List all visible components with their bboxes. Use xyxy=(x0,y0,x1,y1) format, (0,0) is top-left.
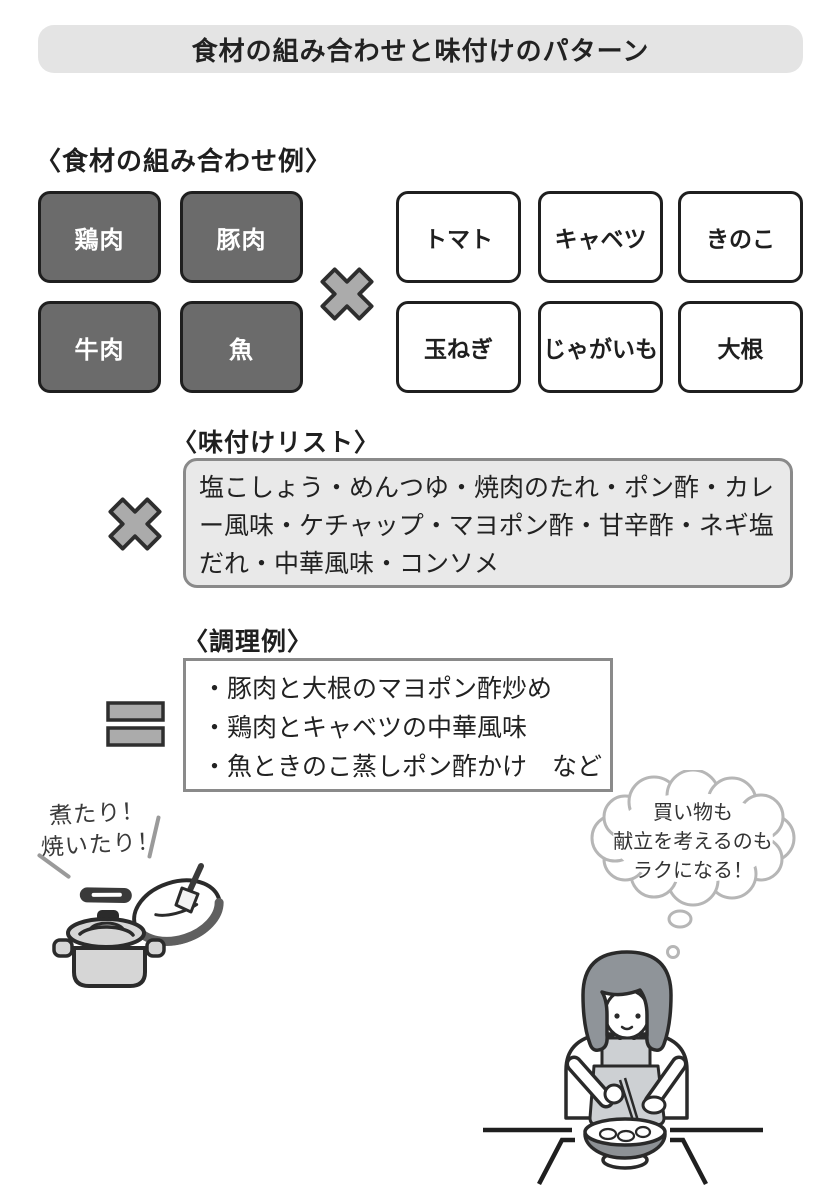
thought-bubble xyxy=(590,770,796,959)
vegetable-box-mushroom: きのこ xyxy=(678,191,803,283)
hand xyxy=(603,1083,625,1105)
hair xyxy=(581,950,673,1052)
frying-pan-icon xyxy=(79,878,224,946)
cooking-heading: 〈調理例〉 xyxy=(183,628,314,656)
title-banner: 食材の組み合わせと味付けのパターン xyxy=(38,25,803,73)
cooking-example-item: 鶏肉とキャベツの中華風味 xyxy=(202,709,604,748)
cooking-examples-box: 豚肉と大根のマヨポン酢炒め 鶏肉とキャベツの中華風味 魚ときのこ蒸しポン酢かけ … xyxy=(183,658,613,792)
spatula-icon xyxy=(174,863,204,914)
apron-bib xyxy=(600,1036,652,1068)
vegetable-box-daikon: 大根 xyxy=(678,301,803,393)
protein-box-chicken: 鶏肉 xyxy=(38,191,161,283)
cooking-example-item: 豚肉と大根のマヨポン酢炒め xyxy=(202,670,604,709)
vegetable-box-cabbage: キャベツ xyxy=(538,191,663,283)
protein-box-beef: 牛肉 xyxy=(38,301,161,393)
bubble-trail-dot xyxy=(667,909,693,929)
cooking-example-item: 魚ときのこ蒸しポン酢かけ など xyxy=(202,748,604,787)
thought-bubble-text: 買い物も 献立を考えるのも ラクになる！ xyxy=(593,799,793,886)
vegetable-box-potato: じゃがいも xyxy=(538,301,663,393)
thought-bubble-line: 買い物も xyxy=(653,802,733,824)
pot-icon xyxy=(52,910,166,988)
pots-note: 煮たり！ 焼いたり！ xyxy=(38,795,161,863)
thought-bubble-line: ラクになる！ xyxy=(633,860,753,882)
multiply-icon xyxy=(320,267,374,321)
seasoning-heading: 〈味付けリスト〉 xyxy=(172,429,381,457)
seasoning-list-text: 塩こしょう・めんつゆ・焼肉のたれ・ポン酢・カレー風味・ケチャップ・マヨポン酢・甘… xyxy=(199,474,775,578)
hand xyxy=(641,1095,667,1115)
page-title: 食材の組み合わせと味付けのパターン xyxy=(191,35,650,66)
cooking-woman-illustration xyxy=(483,950,763,1186)
equals-icon xyxy=(106,701,165,747)
ingredients-heading: 〈食材の組み合わせ例〉 xyxy=(35,146,333,176)
pot-and-pan-illustration xyxy=(52,863,224,988)
protein-box-fish: 魚 xyxy=(180,301,303,393)
protein-box-pork: 豚肉 xyxy=(180,191,303,283)
seasoning-box: 塩こしょう・めんつゆ・焼肉のたれ・ポン酢・カレー風味・ケチャップ・マヨポン酢・甘… xyxy=(183,458,793,588)
arms xyxy=(565,1055,688,1111)
counter-lines xyxy=(483,1127,763,1186)
vegetable-box-tomato: トマト xyxy=(396,191,521,283)
thought-bubble-line: 献立を考えるのも xyxy=(613,831,773,853)
mouth xyxy=(620,1025,634,1031)
multiply-icon xyxy=(108,497,162,551)
vegetable-box-onion: 玉ねぎ xyxy=(396,301,521,393)
mixing-bowl xyxy=(583,1117,667,1170)
bubble-trail-dot xyxy=(666,945,680,959)
